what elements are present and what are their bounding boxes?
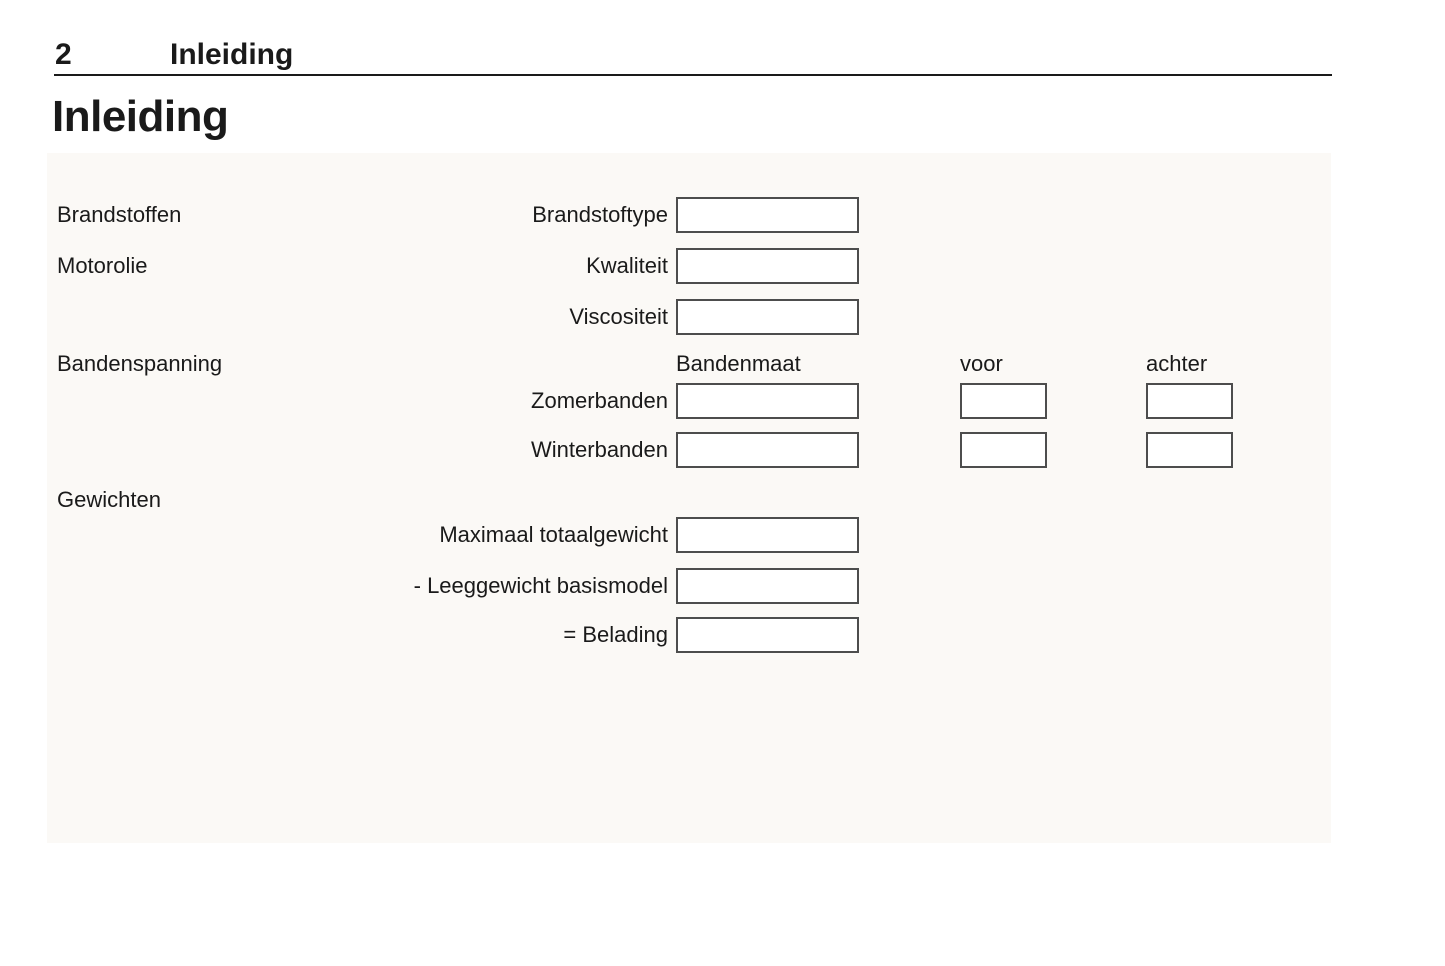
field-label-kerb-weight: - Leeggewicht basismodel — [413, 573, 668, 598]
running-chapter-title: Inleiding — [170, 38, 294, 71]
field-label-fuel-type: Brandstoftype — [532, 202, 668, 227]
column-header-tyre-size: Bandenmaat — [676, 351, 801, 376]
field-label-winter-tyres: Winterbanden — [531, 437, 668, 462]
section-label-tyre-pressure: Bandenspanning — [57, 351, 223, 376]
summer-tyres-rear-pressure-input[interactable] — [1146, 383, 1233, 419]
winter-tyres-rear-pressure-input[interactable] — [1146, 432, 1233, 468]
oil-quality-input[interactable] — [676, 248, 859, 284]
page-number: 2 — [55, 38, 72, 71]
field-label-max-total-weight: Maximaal totaalgewicht — [439, 522, 668, 547]
column-header-rear: achter — [1146, 351, 1208, 376]
max-total-weight-input[interactable] — [676, 517, 859, 553]
summer-tyres-size-input[interactable] — [676, 383, 859, 419]
column-header-front: voor — [960, 351, 1003, 376]
winter-tyres-size-input[interactable] — [676, 432, 859, 468]
section-label-engine-oil: Motorolie — [57, 253, 148, 278]
field-label-oil-viscosity: Viscositeit — [569, 304, 668, 329]
payload-input[interactable] — [676, 617, 859, 653]
field-label-payload: = Belading — [563, 622, 668, 647]
winter-tyres-front-pressure-input[interactable] — [960, 432, 1047, 468]
header-rule — [54, 74, 1332, 76]
section-label-fuels: Brandstoffen — [57, 202, 182, 227]
section-label-weights: Gewichten — [57, 487, 161, 512]
kerb-weight-input[interactable] — [676, 568, 859, 604]
fuel-type-input[interactable] — [676, 197, 859, 233]
field-label-summer-tyres: Zomerbanden — [531, 388, 668, 413]
field-label-oil-quality: Kwaliteit — [586, 253, 668, 278]
page-title: Inleiding — [52, 92, 229, 141]
oil-viscosity-input[interactable] — [676, 299, 859, 335]
summer-tyres-front-pressure-input[interactable] — [960, 383, 1047, 419]
